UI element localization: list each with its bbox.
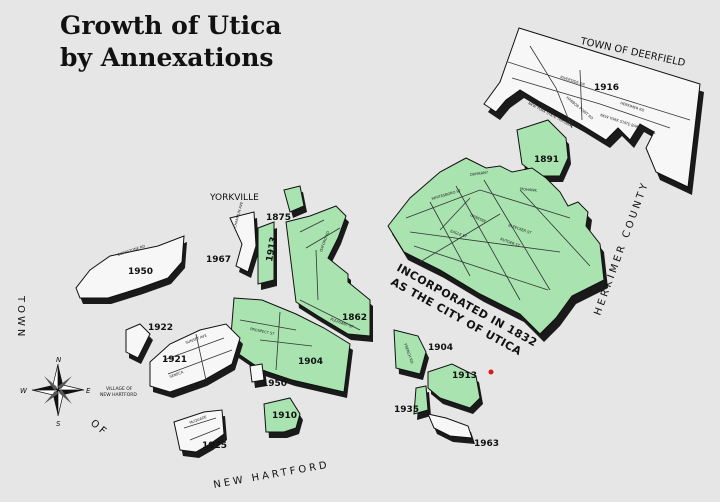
street-mcquade: McQUADE — [189, 415, 208, 425]
year-1891: 1891 — [534, 155, 559, 165]
area-1967: CHAMPLIN AVE 1967 — [206, 201, 263, 278]
street-seneca: SENECA — [169, 370, 184, 379]
title-line-2: by Annexations — [60, 43, 274, 72]
street-riverside: RIVERSIDE DR — [560, 75, 586, 87]
year-1875: 1875 — [266, 213, 291, 223]
year-1913-b: 1913 — [452, 371, 477, 381]
year-1862: 1862 — [342, 313, 367, 323]
area-1950b: 1950 — [249, 363, 287, 389]
compass-rose: N S E W — [20, 356, 91, 428]
map-title: Growth of Utica by Annexations — [60, 10, 282, 74]
street-prospect: PROSPECT ST — [250, 327, 276, 336]
label-new-hartford: NEW HARTFORD — [213, 460, 331, 491]
label-herkimer-county: HERKIMER COUNTY — [592, 180, 651, 317]
street-oriskany: ORISKANY — [470, 170, 489, 177]
label-of: OF — [88, 418, 110, 439]
area-1922: 1922 — [125, 323, 173, 364]
title-line-1: Growth of Utica — [60, 11, 282, 40]
street-oxford: OXFORD RD — [319, 230, 330, 252]
year-1910: 1910 — [272, 411, 297, 421]
year-1904-a: 1904 — [298, 357, 323, 367]
year-1963: 1963 — [474, 439, 499, 449]
area-1891: 1891 — [516, 119, 571, 182]
street-genesee: GENESEE — [470, 213, 488, 224]
area-1862: OXFORD RD PLEASANT ST 1862 — [285, 205, 373, 342]
year-1921: 1921 — [162, 355, 187, 365]
area-1904b: FRENCH RD 1904 — [393, 329, 453, 380]
location-marker-east — [488, 369, 494, 375]
year-1922: 1922 — [148, 323, 173, 333]
street-herkimer-rd: HERKIMER RD — [620, 101, 645, 113]
area-1832-city: WHITESBORO ST ORISKANY MOHAWK GENESEE EA… — [387, 157, 608, 342]
label-village-line-2: NEW HARTFORD — [100, 392, 137, 398]
area-1950a: BURRSTONE RD 1950 — [75, 235, 187, 304]
compass-w: W — [20, 387, 28, 395]
year-1925: 1925 — [202, 441, 227, 451]
street-sunset: SUNSET AVE — [185, 333, 208, 345]
area-1921: SUNSET AVE SENECA 1921 — [149, 323, 243, 398]
area-1910: 1910 — [263, 397, 303, 438]
area-1935: 1935 — [394, 385, 431, 420]
area-1963: 1963 — [427, 413, 499, 449]
label-yorkville: YORKVILLE — [209, 193, 259, 203]
street-french: FRENCH RD — [403, 343, 414, 364]
year-1935: 1935 — [394, 405, 419, 415]
compass-e: E — [86, 387, 91, 395]
street-eagle: EAGLE ST — [450, 229, 468, 239]
street-mohawk: MOHAWK — [520, 187, 538, 193]
year-1913-a: 1913 — [265, 236, 279, 262]
compass-n: N — [56, 356, 62, 364]
label-village-line-1: VILLAGE OF — [106, 386, 133, 392]
year-1950-a: 1950 — [128, 267, 153, 277]
street-champlin: CHAMPLIN AVE — [233, 201, 244, 229]
area-1913b: 1913 — [427, 363, 494, 414]
area-1925: McQUADE 1925 — [173, 409, 227, 458]
year-1967: 1967 — [206, 255, 231, 265]
year-1916: 1916 — [594, 83, 619, 93]
label-town: TOWN — [15, 295, 26, 339]
area-1916: RIVERSIDE DR HARBOR POINT RD HERKIMER RD… — [483, 27, 704, 195]
year-1904-b: 1904 — [428, 343, 453, 353]
area-1875: 1875 — [266, 185, 307, 223]
year-1950-b: 1950 — [262, 379, 287, 389]
street-rutger: RUTGER ST — [500, 237, 521, 248]
area-1913a: 1913 — [257, 221, 279, 290]
compass-s: S — [56, 420, 61, 428]
